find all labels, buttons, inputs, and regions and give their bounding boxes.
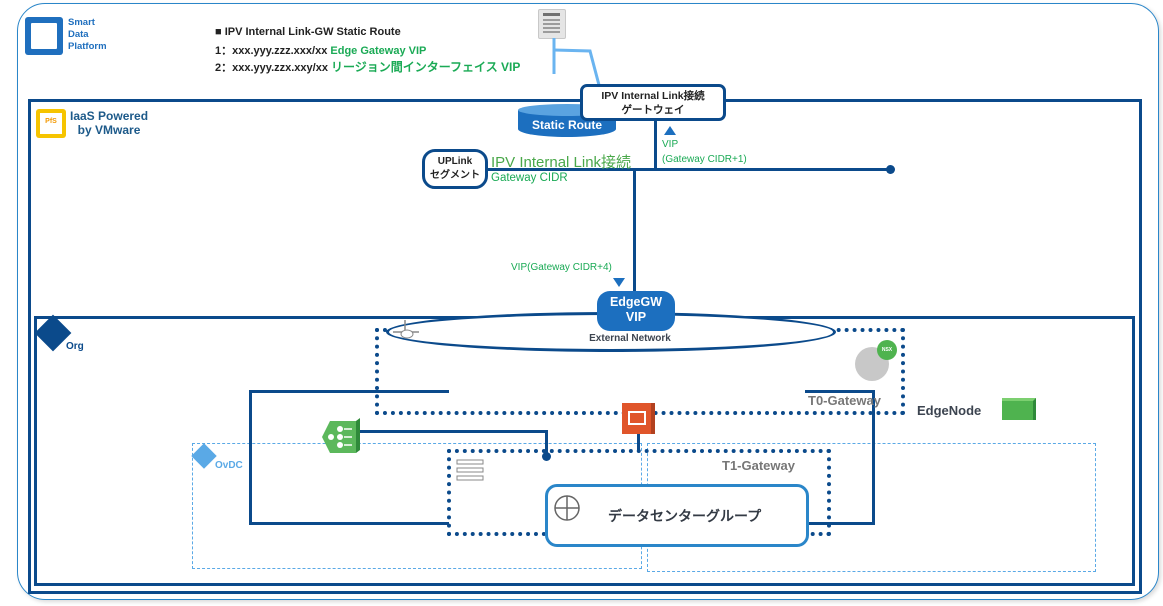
internal-link-gateway-node: IPV Internal Link接続 ゲートウェイ (580, 84, 726, 121)
datacenter-group-icon (554, 495, 580, 521)
server-icon (538, 9, 566, 39)
vip-label: VIP (662, 139, 679, 150)
route-entry: 1：xxx.yyy.zzz.xxx/xx Edge Gateway VIP (215, 42, 426, 58)
diagram-frame (17, 3, 1159, 600)
route-target: リージョン間インターフェイス VIP (331, 60, 521, 74)
external-network-label: External Network (589, 333, 671, 344)
uplink-segment-node: UPLink セグメント (422, 149, 488, 189)
smart-data-platform-logo-icon (25, 17, 63, 55)
datacenter-group-label: データセンターグループ (608, 507, 762, 524)
lb-t1-link-line (545, 430, 548, 455)
segment-cidr: Gateway CIDR (491, 172, 568, 184)
route-note-title: ■ IPV Internal Link-GW Static Route (215, 26, 401, 38)
edge-node-switch-icon (1002, 398, 1036, 420)
load-balancer-icon (322, 418, 360, 453)
lb-link-line (360, 430, 548, 433)
firewall-icon (622, 403, 655, 434)
network-cloud-icon (393, 320, 419, 339)
segment-title: IPV Internal Link接続 (491, 154, 632, 171)
uplink-segment-line (488, 168, 893, 171)
vip-up-arrow-icon (664, 126, 676, 135)
edge-gw-vip-node: EdgeGW VIP (597, 291, 675, 331)
segment-endpoint-dot (886, 165, 895, 174)
route-cidr: xxx.yyy.zzx.xxy/xx (232, 62, 328, 74)
lb-t1-dot (542, 452, 551, 461)
datacenter-group-box: データセンターグループ (545, 484, 809, 547)
edge-node-boundary-right (805, 390, 875, 525)
logo-text: Smart Data Platform (68, 17, 107, 53)
pfs-icon: PfS (36, 109, 66, 138)
iaas-title: IaaS Powered by VMware (70, 109, 149, 137)
edge-vip-label: VIP(Gateway CIDR+4) (511, 262, 612, 273)
t1-gateway-label: T1-Gateway (722, 458, 795, 473)
route-index: 2： (215, 62, 233, 74)
vip-detail: (Gateway CIDR+1) (662, 154, 747, 165)
edge-gw-uplink-line (633, 169, 636, 293)
logo-line: Smart (68, 17, 95, 28)
route-entry: 2：xxx.yyy.zzx.xxy/xx リージョン間インターフェイス VIP (215, 58, 520, 75)
route-target: Edge Gateway VIP (330, 45, 427, 57)
nsx-badge: NSX (877, 340, 897, 360)
server-gateway-line (553, 48, 601, 86)
logo-line: Platform (68, 41, 107, 52)
route-index: 1： (215, 45, 233, 57)
org-label: Org (66, 341, 84, 352)
t1-segments-icon (456, 459, 484, 481)
ovdc-label: OvDC (215, 460, 243, 471)
route-cidr: xxx.yyy.zzz.xxx/xx (232, 45, 328, 57)
logo-line: Data (68, 29, 89, 40)
edge-node-label: EdgeNode (917, 403, 982, 418)
t0-gateway-label: T0-Gateway (808, 393, 881, 408)
edge-node-boundary-left (249, 390, 449, 525)
gateway-vip-line (654, 121, 657, 169)
edge-vip-down-arrow-icon (613, 278, 625, 287)
firewall-t1-line (637, 434, 640, 452)
